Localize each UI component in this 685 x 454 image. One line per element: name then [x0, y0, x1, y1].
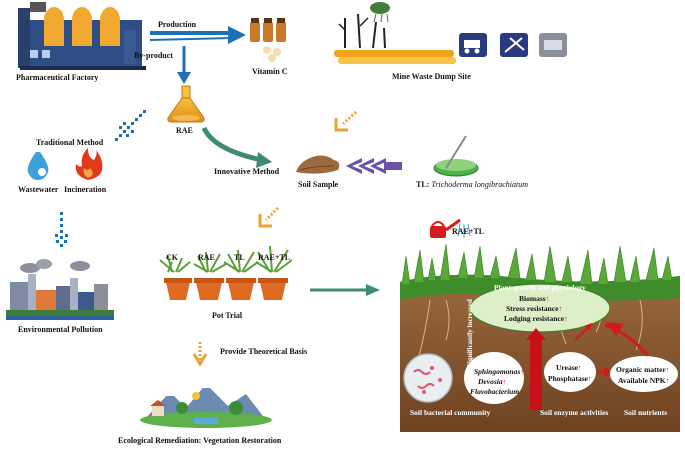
mine-site-icon — [334, 2, 456, 64]
label-soil-enzyme: Soil enzyme activities — [540, 408, 609, 417]
label-watering: RAE+TL — [452, 227, 485, 236]
label-lodging: Lodging resistance↑ — [504, 314, 568, 323]
label-incineration: Incineration — [64, 185, 107, 194]
arrow-theoretical-basis — [192, 342, 208, 367]
eco-landscape-icon — [140, 384, 272, 428]
bacteria-dish-icon — [403, 353, 453, 403]
label-available-npk: Available NPK↑ — [618, 376, 670, 385]
label-innovative: Innovative Method — [214, 167, 280, 176]
label-soil-sample: Soil Sample — [298, 180, 339, 189]
label-phosphatase: Phosphatase↑ — [548, 374, 592, 383]
label-by-product: By-product — [134, 51, 173, 60]
arrow-mine-to-soil — [334, 110, 358, 132]
label-plant-growth: Plant growth and physiology — [494, 283, 586, 292]
incineration-icon — [75, 148, 103, 180]
arrow-to-pot-trial — [258, 206, 280, 228]
label-tl-prefix: TL: — [416, 180, 432, 189]
pot-ck — [159, 255, 192, 300]
label-soil-nutrients: Soil nutrients — [624, 408, 668, 417]
label-pot-tl: TL — [234, 253, 245, 262]
plant-growth-oval — [469, 283, 611, 333]
pot-rae — [193, 251, 227, 300]
wastewater-icon — [27, 152, 49, 180]
petri-dish-icon — [433, 135, 479, 177]
label-rae: RAE — [176, 126, 193, 135]
label-production: Production — [158, 20, 197, 29]
label-bact-1: Sphingomonas↑ — [474, 367, 525, 376]
soil-sample-icon — [296, 155, 340, 174]
label-tl-species: Trichoderma longibrachiatum — [431, 180, 529, 189]
watering-can-icon — [430, 218, 471, 238]
label-pharma-factory: Pharmaceutical Factory — [16, 73, 99, 82]
label-pot-ck: CK — [166, 253, 178, 262]
vitamin-c-icon — [250, 18, 286, 62]
nutrient-oval — [610, 356, 678, 392]
label-theoretical-basis: Provide Theoretical Basis — [220, 347, 308, 356]
label-eco-remediation: Ecological Remediation: Vegetation Resto… — [118, 436, 282, 445]
label-wastewater: Wastewater — [18, 185, 59, 194]
label-vitamin-c: Vitamin C — [252, 67, 288, 76]
label-bact-2: Devosia↑ — [478, 377, 507, 386]
significance-bar — [530, 338, 542, 410]
rae-flask-icon — [167, 85, 205, 123]
pollution-icon — [6, 259, 114, 320]
label-bact-3: Flavobacterium↑ — [470, 387, 523, 396]
label-traditional: Traditional Method — [36, 138, 104, 147]
arrow-to-pollution — [55, 212, 68, 247]
pot-tl — [223, 249, 259, 300]
arrow-tl-to-soil — [346, 158, 402, 174]
factory-icon — [18, 2, 146, 70]
label-pot-rae-tl: RAE+TL — [258, 253, 291, 262]
label-tl: TL: Trichoderma longibrachiatum — [416, 181, 528, 189]
label-organic-matter: Organic matter↑ — [616, 365, 670, 374]
label-pot-trial: Pot Trial — [212, 311, 243, 320]
arrow-traditional — [115, 110, 146, 141]
label-mine-site: Mine Waste Dump Site — [392, 72, 471, 81]
truck-icon — [459, 33, 487, 57]
label-pot-rae: RAE — [198, 253, 215, 262]
label-significantly-increased: Significantly increased — [466, 299, 474, 367]
label-env-pollution: Environmental Pollution — [18, 325, 103, 334]
enzyme-oval — [544, 352, 596, 392]
building-icon — [539, 33, 567, 57]
label-soil-bacterial: Soil bacterial community — [410, 408, 491, 417]
label-biomass: Biomass↑ — [519, 294, 550, 303]
bacteria-oval — [464, 352, 524, 404]
label-urease: Urease↑ — [556, 363, 582, 372]
excavator-icon — [500, 33, 528, 57]
pot-rae-tl — [255, 245, 293, 300]
label-stress: Stress resistance↑ — [506, 304, 563, 313]
